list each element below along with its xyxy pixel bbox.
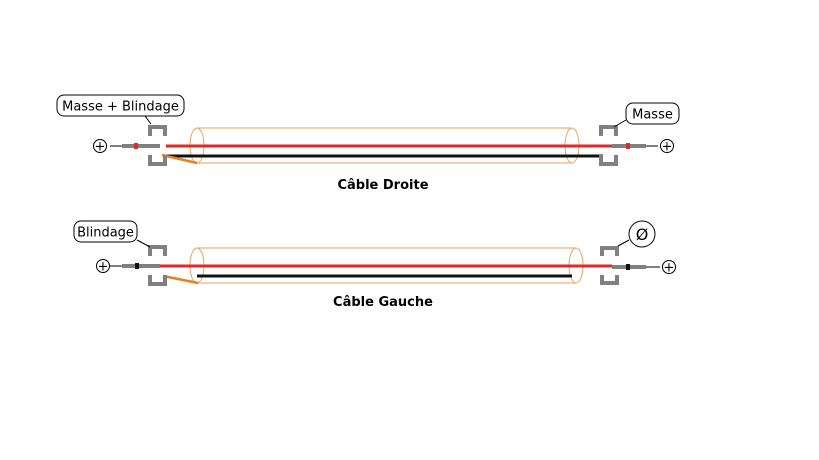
svg-text:Ø: Ø: [636, 225, 649, 244]
callout-masse: Masse: [613, 102, 680, 128]
left-connector: [110, 125, 167, 166]
right-terminal: +: [660, 139, 674, 155]
cable-caption: Câble Gauche: [333, 295, 433, 310]
cable-right: + + Masse + Blindage Masse Câble Droite: [56, 94, 680, 193]
svg-text:+: +: [98, 260, 109, 275]
cable-left: + + Blindage Ø Câble Gauche: [73, 220, 676, 310]
right-connector: [600, 246, 660, 285]
svg-text:+: +: [664, 261, 675, 276]
svg-text:Blindage: Blindage: [77, 226, 134, 241]
right-connector: [599, 125, 658, 166]
svg-text:+: +: [95, 140, 106, 155]
left-connector: [110, 245, 167, 286]
drain-wire: [162, 274, 199, 285]
svg-text:+: +: [662, 140, 673, 155]
svg-text:Masse + Blindage: Masse + Blindage: [62, 100, 179, 115]
left-terminal: +: [96, 259, 110, 275]
svg-text:Masse: Masse: [632, 108, 673, 123]
callout-blindage: Blindage: [73, 220, 151, 248]
callout-masse-blindage: Masse + Blindage: [56, 94, 185, 125]
cable-caption: Câble Droite: [337, 178, 428, 193]
left-terminal: +: [93, 139, 107, 155]
right-terminal: +: [662, 260, 676, 276]
callout-phase-symbol: Ø: [617, 220, 656, 248]
drain-wire: [161, 153, 198, 165]
